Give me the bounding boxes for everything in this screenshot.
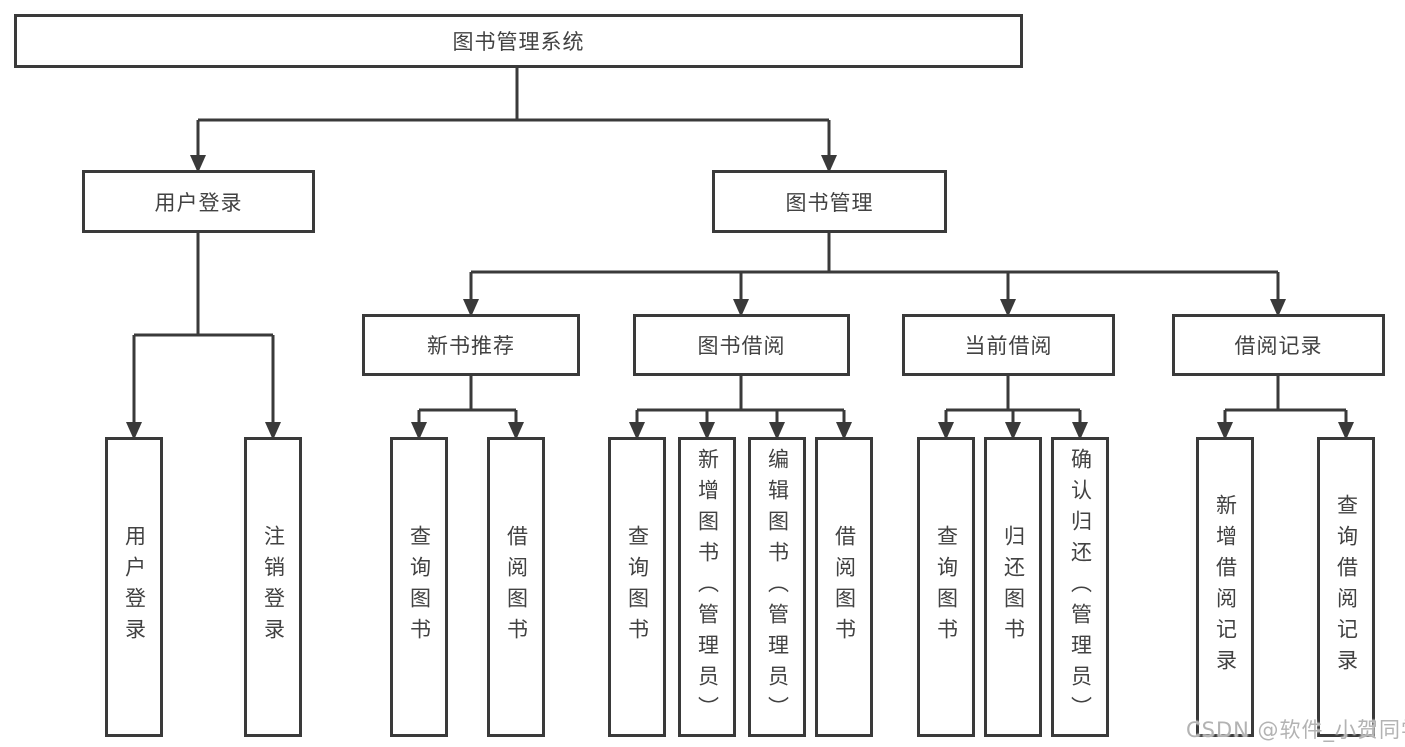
leaf-user-login-label: 用户登录 [122,525,147,649]
leaf-logout-label: 注销登录 [261,525,286,649]
node-book-management-label: 图书管理 [785,190,874,215]
leaf-add-borrow-record: 新增借阅记录 [1196,437,1254,737]
leaf-query-books-current-label: 查询图书 [934,525,959,649]
leaf-borrow-books-recommend-label: 借阅图书 [504,525,529,649]
node-book-borrowing: 图书借阅 [633,314,850,376]
node-borrow-records-label: 借阅记录 [1234,334,1323,358]
leaf-add-borrow-record-label: 新增借阅记录 [1213,494,1238,680]
node-book-borrowing-label: 图书借阅 [697,334,786,358]
leaf-query-books-borrowing: 查询图书 [608,437,666,737]
leaf-confirm-return-admin-label: 确认归还（管理员） [1068,447,1093,727]
leaf-query-books-recommend-label: 查询图书 [407,525,432,649]
leaf-logout: 注销登录 [244,437,302,737]
leaf-add-books-admin-label: 新增图书（管理员） [695,447,720,727]
leaf-return-books: 归还图书 [984,437,1042,737]
node-borrow-records: 借阅记录 [1172,314,1385,376]
leaf-borrow-books-recommend: 借阅图书 [487,437,545,737]
node-user-login-label: 用户登录 [154,190,243,215]
node-library-system-label: 图书管理系统 [452,30,585,54]
node-new-book-recommend-label: 新书推荐 [427,334,515,358]
node-new-book-recommend: 新书推荐 [362,314,580,376]
leaf-query-books-current: 查询图书 [917,437,975,737]
watermark: CSDN @软件_小贺同学 [1186,718,1405,742]
leaf-query-borrow-record: 查询借阅记录 [1317,437,1375,737]
leaf-borrow-books-borrowing-label: 借阅图书 [832,525,857,649]
leaf-add-books-admin: 新增图书（管理员） [678,437,736,737]
leaf-edit-books-admin-label: 编辑图书（管理员） [765,447,790,727]
leaf-return-books-label: 归还图书 [1001,525,1026,649]
node-current-borrowing-label: 当前借阅 [964,334,1053,358]
leaf-query-books-recommend: 查询图书 [390,437,448,737]
node-user-login: 用户登录 [82,170,315,233]
node-current-borrowing: 当前借阅 [902,314,1115,376]
node-library-system: 图书管理系统 [14,14,1023,68]
leaf-borrow-books-borrowing: 借阅图书 [815,437,873,737]
leaf-confirm-return-admin: 确认归还（管理员） [1051,437,1109,737]
leaf-user-login: 用户登录 [105,437,163,737]
node-book-management: 图书管理 [712,170,947,233]
leaf-edit-books-admin: 编辑图书（管理员） [748,437,806,737]
leaf-query-borrow-record-label: 查询借阅记录 [1334,494,1359,680]
leaf-query-books-borrowing-label: 查询图书 [625,525,650,649]
